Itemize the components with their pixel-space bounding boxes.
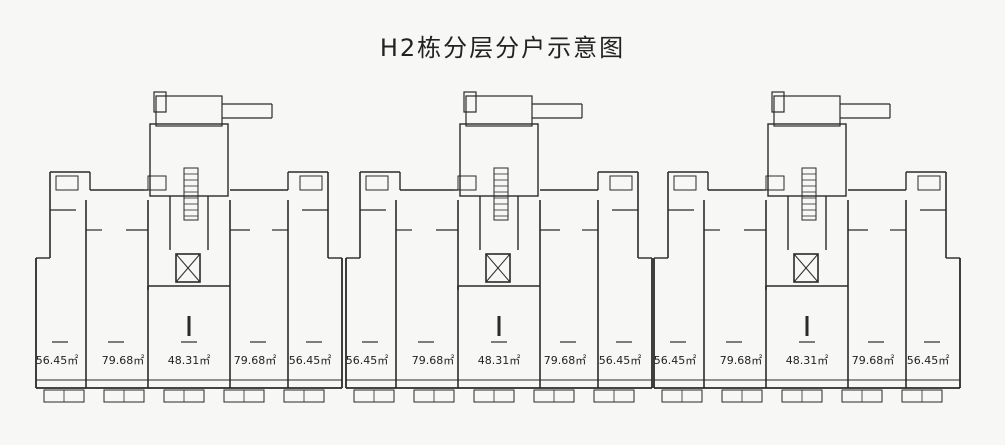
stair-core (767, 123, 847, 197)
stair-core (459, 123, 539, 197)
unit-area-label: 56.45㎡ (346, 354, 389, 367)
column (463, 91, 477, 113)
unit-area-label: 48.31㎡ (786, 354, 829, 367)
stair-core (149, 123, 229, 197)
unit-area-label: 79.68㎡ (102, 354, 145, 367)
unit-area-label: 79.68㎡ (544, 354, 587, 367)
unit-area-label: 79.68㎡ (234, 354, 277, 367)
unit-area-label: 48.31㎡ (168, 354, 211, 367)
fixture (917, 175, 941, 191)
elevator-x (175, 253, 201, 283)
unit-area-label: 56.45㎡ (599, 354, 642, 367)
unit-area-label: 48.31㎡ (478, 354, 521, 367)
fixture (457, 175, 477, 191)
unit-area-label: 56.45㎡ (289, 354, 332, 367)
roof-terrace (155, 95, 223, 127)
fixture (365, 175, 389, 191)
unit-area-label: 56.45㎡ (36, 354, 79, 367)
unit-area-label: 56.45㎡ (907, 354, 950, 367)
column (771, 91, 785, 113)
elevator (485, 253, 511, 283)
stair (801, 167, 817, 221)
unit-area-label: 79.68㎡ (720, 354, 763, 367)
roof-terrace (465, 95, 533, 127)
stair (183, 167, 199, 221)
elevator-x (485, 253, 511, 283)
fixture (609, 175, 633, 191)
column (153, 91, 167, 113)
elevator (793, 253, 819, 283)
fixture (299, 175, 323, 191)
elevator-x (793, 253, 819, 283)
unit-area-label: 79.68㎡ (852, 354, 895, 367)
fixture (55, 175, 79, 191)
unit-area-label: 79.68㎡ (412, 354, 455, 367)
stair (493, 167, 509, 221)
unit-area-label: 56.45㎡ (654, 354, 697, 367)
roof-terrace (773, 95, 841, 127)
fixture (765, 175, 785, 191)
elevator (175, 253, 201, 283)
diagram-title: H2栋分层分户示意图 (379, 34, 626, 62)
fixture (147, 175, 167, 191)
fixture (673, 175, 697, 191)
